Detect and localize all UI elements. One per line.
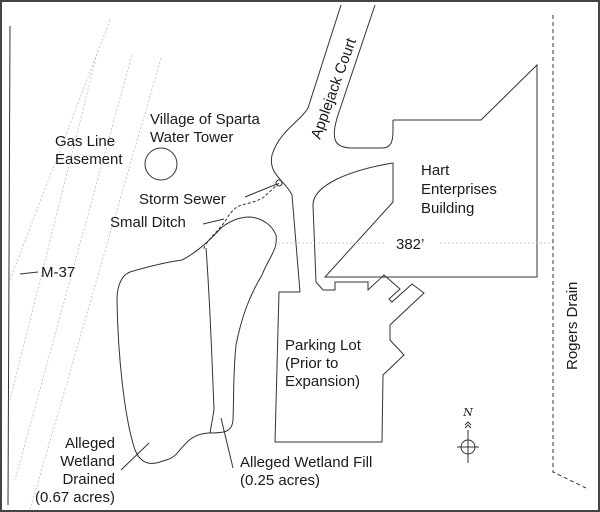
rogers-drain-label: Rogers Drain [564,282,581,370]
building-label-1: Hart [421,162,450,179]
gas-line-label-1: Gas Line [55,133,115,150]
storm-sewer-icon [275,179,283,187]
m37-label: M-37 [41,264,75,281]
parking-label-2: (Prior to [285,355,338,372]
water-tower-label-2: Water Tower [150,129,233,146]
small-ditch-line [202,182,280,251]
small-ditch-leader [202,218,225,225]
drained-label-2: Wetland [60,453,115,470]
small-ditch-label: Small Ditch [110,214,186,231]
storm-sewer-leader [244,183,278,198]
drained-label-1: Alleged [65,435,115,452]
road-right-edge [333,4,394,149]
svg-text:N: N [462,406,473,419]
building-label-2: Enterprises [421,181,497,198]
north-arrow-icon: N [457,406,479,463]
building-label-3: Building [421,200,474,217]
fill-leader [220,417,234,469]
m37-highway-line [7,25,11,506]
rogers-drain-line [552,15,587,489]
applejack-court-label: Applejack Court [308,35,360,141]
road-left-edge [270,4,342,293]
drained-leader [120,442,150,471]
drained-label-4: (0.67 acres) [35,489,115,506]
distance-label: 382’ [396,236,424,253]
storm-sewer-label: Storm Sewer [139,191,226,208]
water-tower-icon [144,147,178,181]
fill-label-2: (0.25 acres) [240,472,320,489]
fill-label-1: Alleged Wetland Fill [240,454,372,471]
hart-building-outline [312,63,538,291]
parking-label-3: Expansion) [285,373,360,390]
wetland-drained-outline [116,216,277,464]
drained-label-3: Drained [62,471,115,488]
gas-line-easement-lines [9,19,162,510]
m37-leader [19,271,39,275]
water-tower-label-1: Village of Sparta [150,111,260,128]
parking-lot-outline [274,274,425,443]
wetland-fill-line [205,247,215,434]
gas-line-label-2: Easement [55,151,123,168]
parking-label-1: Parking Lot [285,337,362,354]
